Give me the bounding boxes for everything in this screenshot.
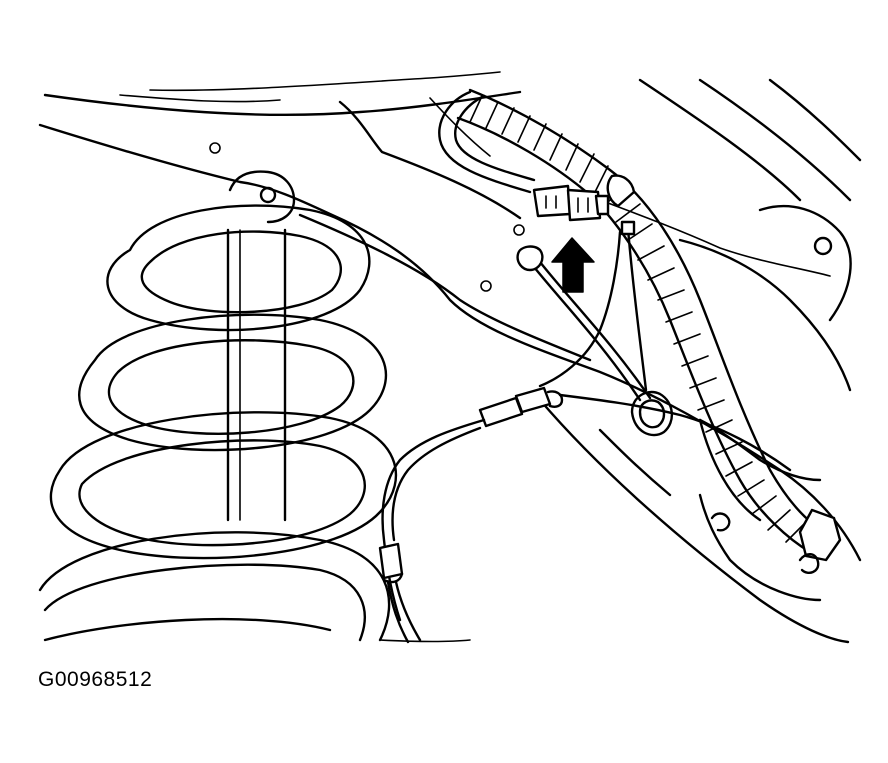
body-grommet bbox=[630, 390, 673, 437]
figure-code: G00968512 bbox=[38, 668, 153, 691]
harness-wire bbox=[438, 90, 536, 194]
wiring-harness-loom bbox=[456, 88, 832, 554]
harness-clip bbox=[798, 508, 842, 574]
sensor-lead bbox=[378, 386, 564, 644]
speed-sensor-cable bbox=[516, 220, 652, 402]
lower-outline bbox=[379, 639, 471, 643]
up-arrow-icon bbox=[551, 237, 595, 293]
chassis-panel bbox=[38, 71, 862, 644]
strut-body bbox=[226, 228, 287, 522]
sensor-connector bbox=[532, 184, 610, 222]
coil-spring bbox=[38, 204, 397, 642]
